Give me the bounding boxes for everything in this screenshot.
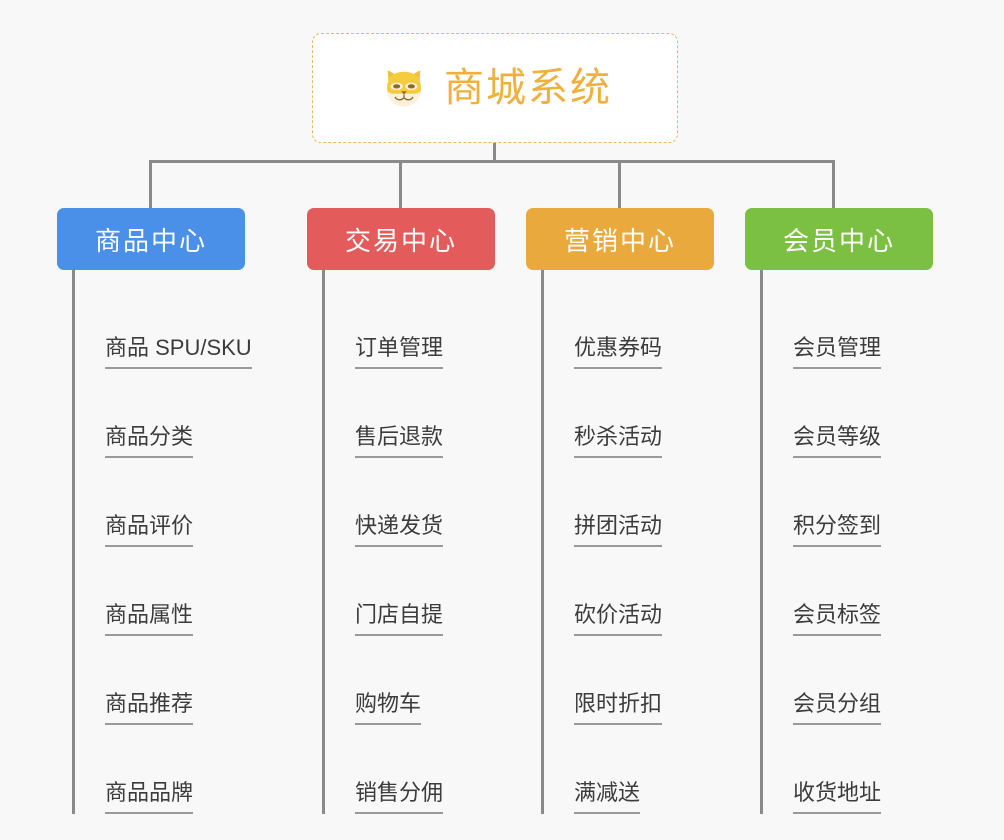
category-header-trade[interactable]: 交易中心 — [307, 208, 495, 270]
leaf-label: 商品 SPU/SKU — [105, 336, 252, 369]
leaf-label: 优惠券码 — [574, 336, 663, 369]
list-item[interactable]: 销售分佣 — [325, 725, 495, 814]
leaf-label: 商品品牌 — [105, 781, 194, 814]
leaf-list-product: 商品 SPU/SKU 商品分类 商品评价 商品属性 商品推荐 商品品牌 — [72, 270, 252, 814]
list-item[interactable]: 会员管理 — [763, 280, 933, 369]
connector-horizontal-bar — [149, 160, 835, 163]
leaf-label: 收货地址 — [793, 781, 882, 814]
connector-drop-2 — [399, 160, 402, 208]
list-item[interactable]: 售后退款 — [325, 369, 495, 458]
leaf-label: 满减送 — [574, 781, 641, 814]
list-item[interactable]: 会员标签 — [763, 547, 933, 636]
leaf-label: 商品推荐 — [105, 692, 194, 725]
list-item[interactable]: 商品评价 — [75, 458, 245, 547]
leaf-label: 秒杀活动 — [574, 425, 663, 458]
leaf-label: 商品属性 — [105, 603, 194, 636]
category-column-marketing: 营销中心 优惠券码 秒杀活动 拼团活动 砍价活动 限时折扣 满减送 — [526, 208, 714, 814]
connector-drop-4 — [832, 160, 835, 208]
list-item[interactable]: 会员等级 — [763, 369, 933, 458]
list-item[interactable]: 门店自提 — [325, 547, 495, 636]
list-item[interactable]: 商品品牌 — [75, 725, 245, 814]
category-column-trade: 交易中心 订单管理 售后退款 快递发货 门店自提 购物车 销售分佣 — [307, 208, 495, 814]
leaf-label: 拼团活动 — [574, 514, 663, 547]
list-item[interactable]: 商品 SPU/SKU — [75, 280, 252, 369]
list-item[interactable]: 快递发货 — [325, 458, 495, 547]
list-item[interactable]: 满减送 — [544, 725, 714, 814]
list-item[interactable]: 秒杀活动 — [544, 369, 714, 458]
leaf-label: 限时折扣 — [574, 692, 663, 725]
list-item[interactable]: 订单管理 — [325, 280, 495, 369]
connector-drop-3 — [618, 160, 621, 208]
shiba-dog-face-icon — [386, 70, 422, 107]
list-item[interactable]: 积分签到 — [763, 458, 933, 547]
connector-stem — [493, 143, 496, 162]
leaf-label: 会员管理 — [793, 336, 882, 369]
list-item[interactable]: 拼团活动 — [544, 458, 714, 547]
list-item[interactable]: 优惠券码 — [544, 280, 714, 369]
connector-drop-1 — [149, 160, 152, 208]
category-column-member: 会员中心 会员管理 会员等级 积分签到 会员标签 会员分组 收货地址 — [745, 208, 933, 814]
category-header-marketing[interactable]: 营销中心 — [526, 208, 714, 270]
leaf-label: 销售分佣 — [355, 781, 444, 814]
list-item[interactable]: 商品属性 — [75, 547, 245, 636]
leaf-label: 砍价活动 — [574, 603, 663, 636]
leaf-list-member: 会员管理 会员等级 积分签到 会员标签 会员分组 收货地址 — [760, 270, 933, 814]
leaf-label: 会员标签 — [793, 603, 882, 636]
list-item[interactable]: 商品分类 — [75, 369, 245, 458]
leaf-label: 会员等级 — [793, 425, 882, 458]
leaf-label: 商品评价 — [105, 514, 194, 547]
list-item[interactable]: 限时折扣 — [544, 636, 714, 725]
leaf-label: 商品分类 — [105, 425, 194, 458]
list-item[interactable]: 购物车 — [325, 636, 495, 725]
leaf-label: 会员分组 — [793, 692, 882, 725]
leaf-label: 快递发货 — [355, 514, 444, 547]
leaf-list-trade: 订单管理 售后退款 快递发货 门店自提 购物车 销售分佣 — [322, 270, 495, 814]
root-title: 商城系统 — [444, 66, 612, 110]
list-item[interactable]: 商品推荐 — [75, 636, 245, 725]
list-item[interactable]: 收货地址 — [763, 725, 933, 814]
leaf-label: 门店自提 — [355, 603, 444, 636]
leaf-list-marketing: 优惠券码 秒杀活动 拼团活动 砍价活动 限时折扣 满减送 — [541, 270, 714, 814]
leaf-label: 售后退款 — [355, 425, 444, 458]
category-column-product: 商品中心 商品 SPU/SKU 商品分类 商品评价 商品属性 商品推荐 商品品牌 — [57, 208, 252, 814]
leaf-label: 积分签到 — [793, 514, 882, 547]
root-node[interactable]: 商城系统 — [312, 33, 678, 143]
list-item[interactable]: 会员分组 — [763, 636, 933, 725]
leaf-label: 订单管理 — [355, 336, 444, 369]
category-header-product[interactable]: 商品中心 — [57, 208, 245, 270]
list-item[interactable]: 砍价活动 — [544, 547, 714, 636]
leaf-label: 购物车 — [355, 692, 422, 725]
category-header-member[interactable]: 会员中心 — [745, 208, 933, 270]
